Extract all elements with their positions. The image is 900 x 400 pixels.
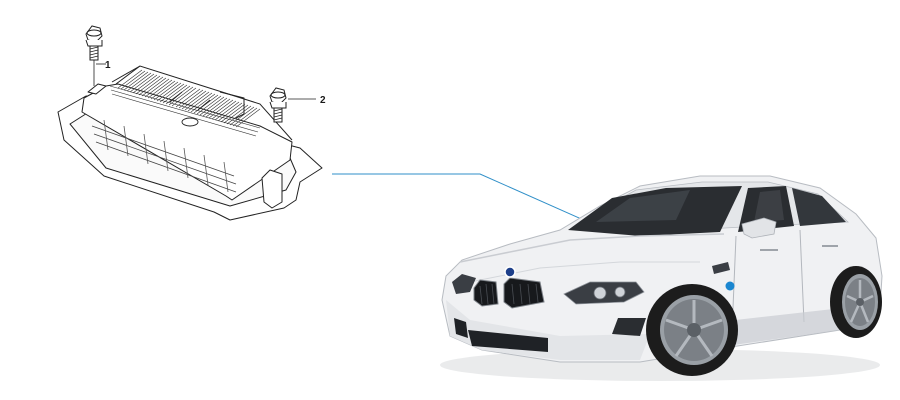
module-center-boss [181,117,199,127]
vehicle-sedan [440,175,883,381]
rear-wheel [830,266,882,338]
screw-1-icon [85,25,103,61]
screw-2-icon [269,87,287,123]
callout-label-2: 2 [320,95,326,106]
front-wheel [646,284,738,376]
control-module [57,83,323,221]
install-location-marker [725,281,735,291]
module-divider [169,91,211,111]
callout-label-1: 1 [105,60,111,71]
